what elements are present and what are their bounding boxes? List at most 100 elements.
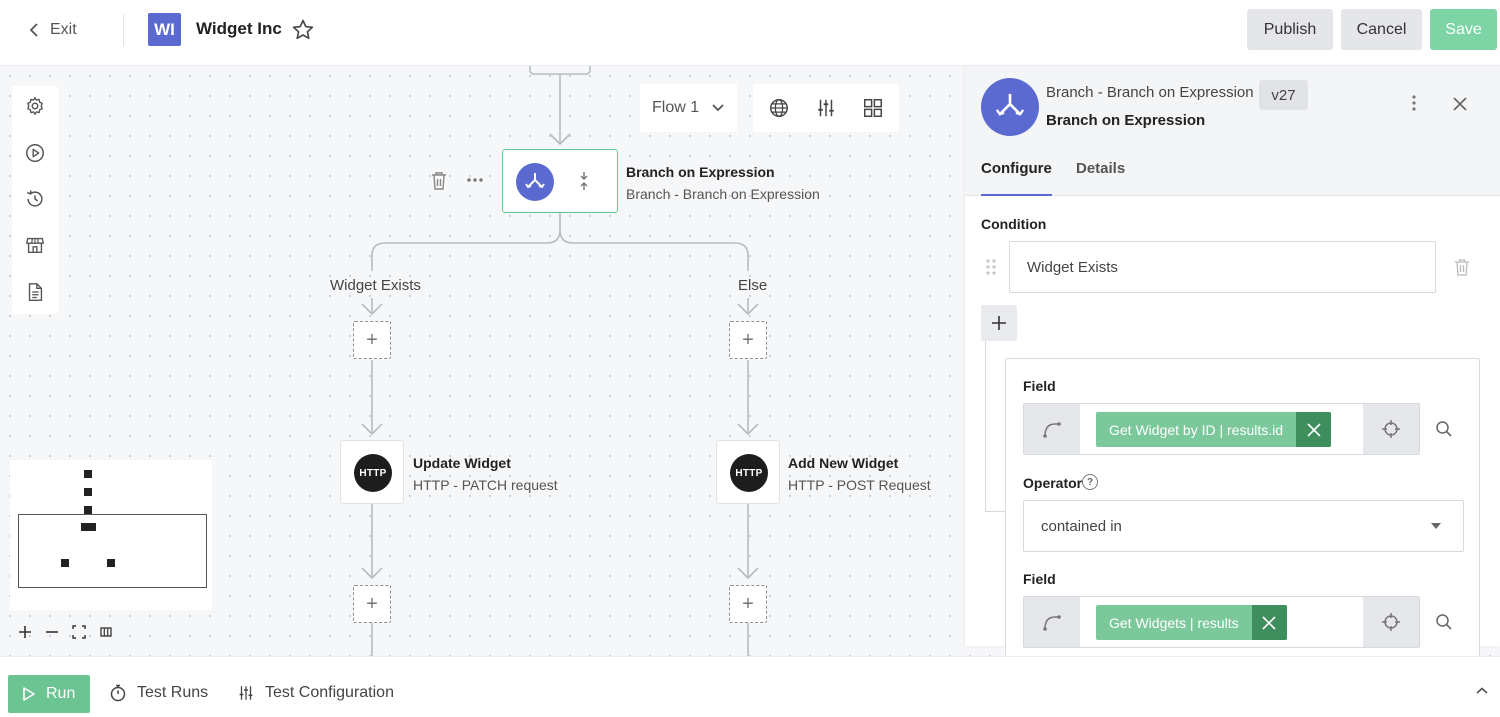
remove-chip-button[interactable]	[1251, 605, 1287, 640]
branch-node-subtitle: Branch - Branch on Expression	[626, 186, 820, 202]
panel-header: Branch - Branch on Expression Branch on …	[965, 66, 1500, 196]
left-toolbar	[12, 86, 58, 314]
tab-details[interactable]: Details	[1076, 160, 1126, 177]
zoom-controls	[10, 620, 120, 644]
close-icon[interactable]	[1452, 96, 1468, 112]
zoom-in-button[interactable]	[16, 624, 33, 641]
test-runs-button[interactable]: Test Runs	[109, 684, 208, 702]
condition-name-input[interactable]: Widget Exists	[1009, 241, 1436, 293]
exit-label: Exit	[50, 21, 77, 38]
http-icon: HTTP	[354, 454, 392, 492]
minimap-node	[61, 559, 69, 567]
operator-value: contained in	[1041, 517, 1122, 535]
reference-chip-label: Get Widget by ID | results.id	[1109, 421, 1284, 438]
help-icon[interactable]: ?	[1082, 474, 1098, 490]
flow-selector[interactable]: Flow 1	[640, 84, 737, 132]
add-condition-button[interactable]	[981, 305, 1017, 341]
crosshair-icon	[1382, 613, 1400, 631]
sliders-icon[interactable]	[815, 97, 837, 119]
minimap-node	[84, 470, 92, 478]
more-options-icon[interactable]	[466, 177, 484, 183]
zoom-out-button[interactable]	[43, 624, 60, 641]
add-step-button[interactable]: +	[353, 585, 391, 623]
plus-icon: +	[366, 328, 378, 351]
reference-chip[interactable]: Get Widgets | results	[1096, 605, 1287, 640]
grid-icon[interactable]	[862, 97, 884, 119]
minimap-node	[81, 523, 96, 531]
chevron-down-icon	[712, 104, 724, 112]
condition-tree-line	[985, 341, 1005, 512]
search-icon[interactable]	[1435, 420, 1453, 438]
test-configuration-label: Test Configuration	[265, 684, 394, 701]
plus-icon	[992, 316, 1006, 330]
step-config-panel: Branch - Branch on Expression Branch on …	[965, 66, 1500, 658]
operator-select[interactable]: contained in	[1023, 500, 1464, 552]
active-tab-indicator	[981, 194, 1052, 196]
add-step-button[interactable]: +	[353, 321, 391, 359]
collapse-icon[interactable]	[579, 171, 589, 191]
play-icon	[23, 687, 35, 701]
branch-node[interactable]	[502, 149, 618, 213]
save-button[interactable]: Save	[1430, 9, 1497, 50]
field-2-input[interactable]: Get Widgets | results	[1023, 596, 1420, 648]
branch-label-widget-exists: Widget Exists	[330, 277, 421, 294]
minimap-viewport[interactable]	[18, 514, 207, 588]
target-picker[interactable]	[1363, 597, 1419, 647]
store-icon[interactable]	[24, 234, 46, 256]
delete-condition-icon[interactable]	[1454, 258, 1470, 276]
minimap[interactable]	[10, 460, 212, 610]
target-picker[interactable]	[1363, 404, 1419, 454]
publish-button[interactable]: Publish	[1247, 9, 1333, 50]
minimap-node	[84, 488, 92, 496]
add-new-widget-node[interactable]: HTTP	[716, 440, 780, 504]
panel-step-name: Branch on Expression	[1046, 112, 1206, 129]
delete-node-icon[interactable]	[430, 171, 448, 191]
plus-icon	[18, 626, 31, 638]
panel-step-type: Branch - Branch on Expression	[1046, 84, 1254, 101]
run-button[interactable]: Run	[8, 675, 90, 713]
fit-view-button[interactable]	[70, 624, 87, 641]
add-step-button[interactable]: +	[729, 321, 767, 359]
chevron-up-icon[interactable]	[1476, 687, 1488, 695]
caret-down-icon	[1431, 523, 1441, 529]
plus-icon: +	[366, 592, 378, 615]
star-icon[interactable]	[291, 18, 315, 42]
history-icon[interactable]	[24, 188, 46, 210]
flow-selector-value: Flow 1	[652, 99, 700, 116]
http-icon: HTTP	[730, 454, 768, 492]
search-icon[interactable]	[1435, 613, 1453, 631]
minimap-node	[107, 559, 115, 567]
drag-handle-icon[interactable]	[985, 258, 997, 276]
kebab-menu-icon[interactable]	[1411, 94, 1417, 112]
minimap-node	[84, 506, 92, 514]
run-label: Run	[46, 685, 76, 702]
globe-icon[interactable]	[768, 97, 790, 119]
update-widget-node[interactable]: HTTP	[340, 440, 404, 504]
operator-label: Operator	[1023, 475, 1083, 491]
chevron-left-icon	[29, 23, 38, 37]
flow-edges	[361, 66, 759, 656]
branch-node-icon	[516, 163, 554, 201]
toggle-minimap-button[interactable]	[97, 624, 114, 641]
play-circle-icon[interactable]	[24, 142, 46, 164]
tab-configure[interactable]: Configure	[981, 160, 1052, 177]
field-1-input[interactable]: Get Widget by ID | results.id	[1023, 403, 1420, 455]
remove-chip-button[interactable]	[1296, 412, 1332, 447]
document-icon[interactable]	[24, 281, 46, 303]
condition-label: Condition	[981, 216, 1047, 232]
crosshair-icon	[1382, 420, 1400, 438]
field-label: Field	[1023, 571, 1056, 587]
reference-toggle[interactable]	[1024, 597, 1080, 647]
cancel-button[interactable]: Cancel	[1341, 9, 1422, 50]
close-icon	[1262, 615, 1276, 630]
reference-chip[interactable]: Get Widget by ID | results.id	[1096, 412, 1332, 447]
close-icon	[1306, 422, 1321, 437]
settings-gear-icon[interactable]	[24, 95, 46, 117]
exit-button[interactable]: Exit	[28, 18, 77, 42]
add-step-button[interactable]: +	[729, 585, 767, 623]
fit-view-icon	[71, 625, 86, 639]
add-new-widget-subtitle: HTTP - POST Request	[788, 477, 931, 493]
test-configuration-button[interactable]: Test Configuration	[237, 684, 394, 702]
reference-toggle[interactable]	[1024, 404, 1080, 454]
reference-chip-label: Get Widgets | results	[1109, 614, 1239, 631]
